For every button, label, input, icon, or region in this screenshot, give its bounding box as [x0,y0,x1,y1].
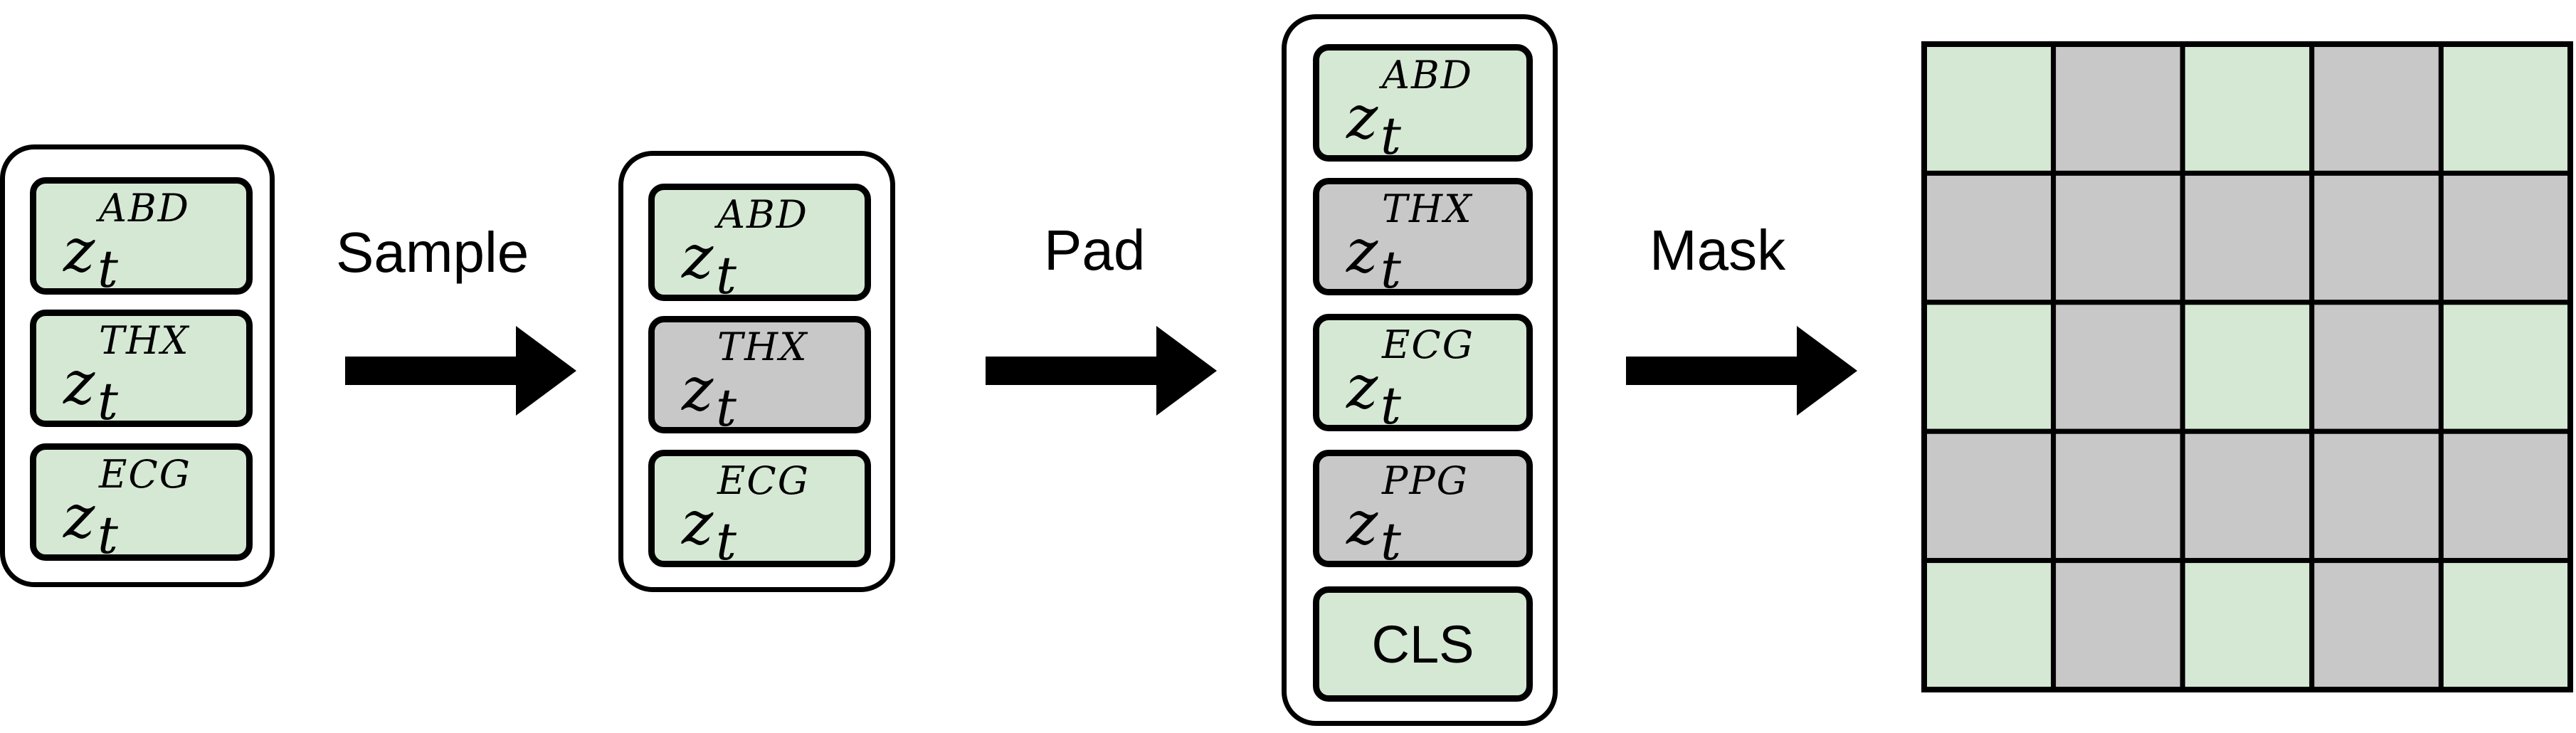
mask-cell [2180,558,2315,692]
token-superscript: ECG [99,452,191,497]
token-ecg: z t ECG [648,450,871,567]
mask-cell [2309,170,2444,305]
token-subscript: t [1381,240,1401,300]
token-abd: z t ABD [1313,44,1533,162]
mask-cell [2438,170,2573,305]
mask-cell [2180,300,2315,434]
token-abd: z t ABD [648,184,871,301]
token-ecg: z t ECG [1313,314,1533,431]
token-subscript: t [97,371,118,431]
mask-step-label: Mask [1649,218,1786,282]
token-cls: CLS [1313,586,1533,702]
cls-label: CLS [1371,614,1474,674]
mask-cell [2438,558,2573,692]
sample-arrow-icon [345,326,576,416]
mask-cell [2438,428,2573,564]
mask-cell [1921,41,2057,176]
token-ppg: z t PPG [1313,450,1533,567]
sample-step-label: Sample [336,221,529,284]
pad-step-label: Pad [1044,218,1146,282]
input-token-group: z t ABD z t THX z t ECG [0,144,275,587]
mask-cell [2309,558,2444,692]
token-base: z [1346,488,1378,558]
token-base: z [1346,352,1378,422]
mask-cell [1921,170,2057,305]
token-superscript: ABD [717,192,808,237]
token-thx: z t THX [30,310,253,427]
token-base: z [1346,83,1378,152]
token-superscript: ECG [717,458,810,503]
mask-cell [2180,170,2315,305]
token-subscript: t [97,239,118,299]
token-superscript: THX [717,325,808,369]
token-superscript: ECG [1382,322,1474,367]
token-subscript: t [1381,376,1401,436]
token-base: z [63,348,95,418]
token-subscript: t [716,512,737,571]
token-superscript: THX [1382,186,1473,231]
mask-cell [2051,170,2185,305]
mask-cell [2309,41,2444,176]
token-base: z [63,482,95,552]
mask-cell [2051,428,2185,564]
mask-cell [2180,41,2315,176]
mask-matrix [1921,41,2573,692]
token-superscript: THX [99,318,190,363]
token-superscript: PPG [1382,458,1469,503]
mask-cell [2438,300,2573,434]
mask-cell [2180,428,2315,564]
token-subscript: t [1381,512,1401,571]
mask-cell [2309,300,2444,434]
token-base: z [682,222,714,292]
mask-cell [2309,428,2444,564]
sampled-token-group: z t ABD z t THX z t ECG [618,151,895,592]
mask-cell [2438,41,2573,176]
token-superscript: ABD [99,186,190,231]
padded-token-group: z t ABD z t THX z t ECG z t PPG CLS [1282,14,1558,726]
mask-cell [2051,41,2185,176]
token-base: z [682,354,714,424]
token-base: z [63,216,95,285]
token-subscript: t [716,246,737,305]
mask-cell [2051,300,2185,434]
token-subscript: t [1381,106,1401,166]
token-base: z [682,488,714,558]
token-base: z [1346,216,1378,286]
mask-matrix-border [1921,41,2573,692]
token-subscript: t [716,378,737,438]
mask-cell [1921,428,2057,564]
token-thx: z t THX [1313,178,1533,295]
token-thx: z t THX [648,316,871,433]
mask-cell [1921,300,2057,434]
pad-arrow-icon [986,326,1217,416]
token-superscript: ABD [1382,53,1473,97]
token-subscript: t [97,505,118,565]
mask-arrow-icon [1626,326,1857,416]
mask-cell [1921,558,2057,692]
mask-cell [2051,558,2185,692]
token-abd: z t ABD [30,177,253,295]
token-ecg: z t ECG [30,443,253,561]
